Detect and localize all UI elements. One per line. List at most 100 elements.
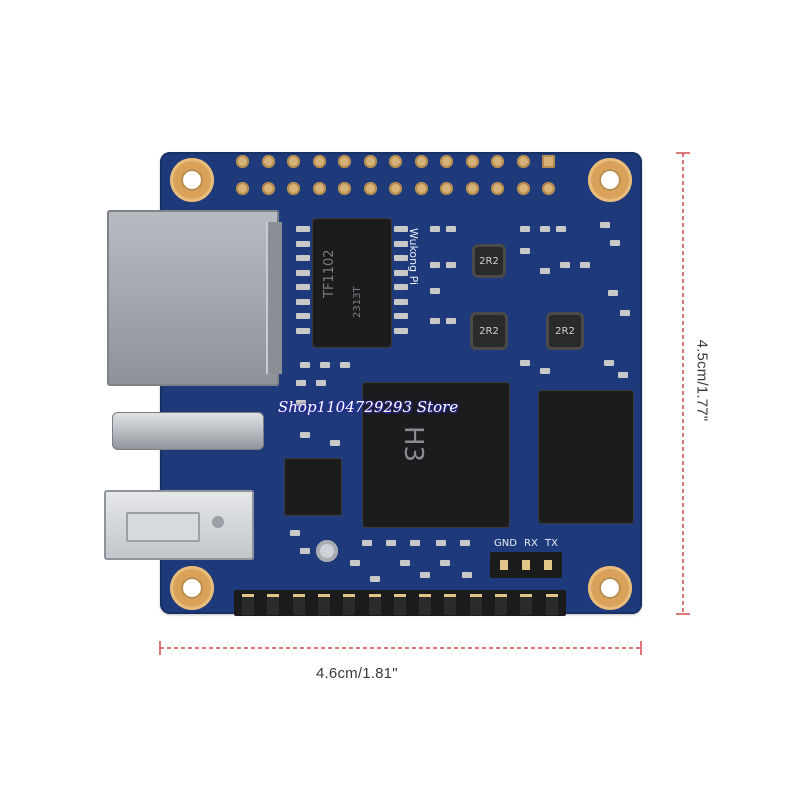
smd-component (300, 362, 310, 368)
header-pin (545, 594, 558, 615)
gpio-pad (389, 182, 402, 195)
smd-component (386, 540, 396, 546)
gpio-pad (542, 182, 555, 195)
transformer-pin (394, 240, 408, 247)
transformer-pin (296, 226, 310, 232)
smd-component (440, 560, 450, 566)
uart-label-gnd: GND (494, 538, 517, 549)
header-pin (368, 594, 381, 615)
gpio-pad (440, 182, 453, 195)
transformer-pin (394, 269, 408, 276)
gpio-pad (287, 155, 300, 168)
gpio-pad (338, 182, 351, 195)
gpio-pad (287, 182, 300, 195)
smd-component (430, 226, 440, 232)
inductor-2: 2R2 (470, 312, 508, 350)
uart-header (490, 552, 562, 578)
header-pin (495, 594, 507, 615)
gpio-pad (516, 182, 530, 195)
transformer-pin (394, 313, 408, 319)
smd-component (540, 268, 550, 274)
smd-component (370, 576, 380, 582)
smd-component (300, 548, 310, 554)
smd-component (620, 310, 630, 316)
transformer-chip: TF1102 2313T (312, 218, 392, 348)
smd-component (540, 226, 550, 232)
smd-component (600, 222, 610, 228)
smd-component (540, 368, 550, 374)
header-pin (393, 594, 406, 615)
gpio-pad (363, 182, 377, 195)
smd-component (604, 360, 614, 366)
smd-component (316, 380, 326, 386)
mounting-hole-bottom-right (588, 566, 632, 610)
mounting-hole-top-right (588, 158, 632, 202)
smd-component (420, 572, 430, 578)
soc-chip: H3 (362, 382, 510, 528)
smd-component (520, 248, 530, 254)
ethernet-port (107, 210, 279, 386)
smd-component (430, 318, 440, 324)
usb-a-tongue (126, 512, 200, 542)
transformer-pin (296, 240, 310, 247)
gpio-pad (363, 155, 377, 168)
gpio-pad (261, 155, 275, 168)
gpio-pad (338, 155, 351, 168)
usb-a-hole (212, 516, 224, 528)
transformer-pin (394, 226, 408, 232)
smd-component (290, 530, 300, 536)
header-pin (292, 594, 305, 615)
gpio-pad (491, 182, 504, 195)
smd-component (350, 560, 360, 566)
transformer-pin (394, 298, 408, 305)
smd-component (446, 226, 456, 232)
gpio-pad (236, 182, 249, 195)
smd-component (520, 226, 530, 232)
usb-a-port (104, 490, 254, 560)
mounting-hole-bottom-left (170, 566, 214, 610)
gpio-header-pads (236, 152, 566, 200)
inductor-1: 2R2 (472, 244, 506, 278)
smd-component (556, 226, 566, 232)
smd-component (340, 362, 350, 368)
header-pin (469, 594, 482, 615)
gpio-pad (414, 155, 428, 168)
antenna-connector (316, 540, 338, 562)
transformer-pin (394, 255, 408, 261)
smd-component (362, 540, 372, 546)
wifi-chip (284, 458, 342, 516)
micro-usb-port (112, 412, 264, 450)
transformer-pin (394, 284, 408, 290)
transformer-pins (296, 226, 408, 342)
transformer-pin (296, 298, 310, 305)
smd-component (320, 362, 330, 368)
gpio-pad (261, 182, 275, 195)
gpio-pad (440, 155, 453, 168)
smd-component (330, 440, 340, 446)
width-dimension-label: 4.6cm/1.81" (316, 665, 398, 682)
height-dimension-line (676, 152, 690, 615)
header-pin (317, 594, 330, 615)
store-watermark: Shop1104729293 Store (278, 398, 459, 416)
uart-label-tx: TX (545, 538, 558, 549)
gpio-pad (236, 155, 249, 168)
smd-component (296, 380, 306, 386)
smd-component (460, 540, 470, 546)
header-pin (444, 594, 457, 615)
smd-component (436, 540, 446, 546)
transformer-pin (296, 255, 310, 261)
smd-component (400, 560, 410, 566)
inductor-3: 2R2 (546, 312, 584, 350)
width-dimension-line (159, 641, 642, 655)
transformer-pin (296, 313, 310, 319)
smd-component (446, 318, 456, 324)
smd-component (430, 288, 440, 294)
smd-component (446, 262, 456, 268)
header-pin (520, 594, 533, 615)
header-pin (242, 594, 254, 615)
gpio-pad (465, 182, 479, 195)
ethernet-port-edge (266, 222, 282, 374)
smd-component (608, 290, 618, 296)
uart-label-rx: RX (524, 538, 538, 549)
